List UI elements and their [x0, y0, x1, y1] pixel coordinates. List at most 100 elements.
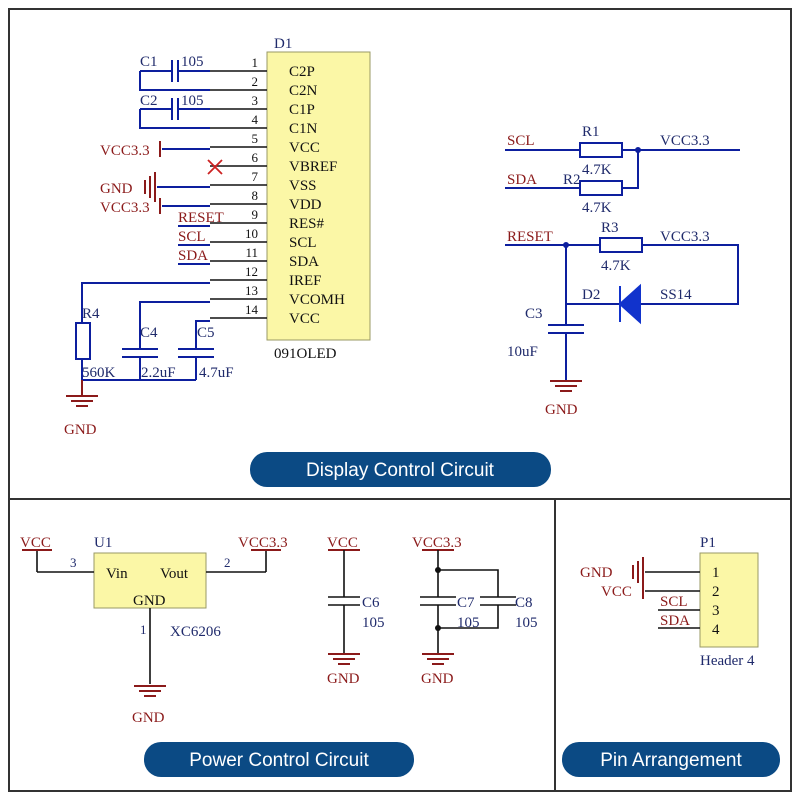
wire-vcc-pin14	[195, 320, 210, 349]
header-pin-3: 3	[712, 603, 720, 619]
net-sda-header: SDA	[660, 613, 690, 629]
cap-c4-plates	[122, 348, 158, 358]
oled-pin-list: 1C2P2C2N3C1P4C1N5VCC6VBREF7VSS8VDD9RES#1…	[210, 55, 345, 327]
banner-display-bg	[250, 452, 551, 487]
resistor-r1	[579, 142, 623, 158]
oled-pin-name: C1N	[289, 121, 318, 137]
gnd-label-reset: GND	[545, 402, 578, 418]
wire-reset-r3	[505, 244, 739, 305]
oled-pin-name: C2N	[289, 83, 318, 99]
cap-c8-symbol	[438, 569, 516, 629]
wire-iref	[81, 282, 210, 323]
banner-pins-bg	[562, 742, 780, 777]
header-p1: P1 Header 4 1 2 3 4 GND VCC SCL SDA	[580, 535, 759, 669]
oled-designator: D1	[274, 36, 292, 52]
regulator-pin-num-3: 3	[70, 555, 77, 570]
diode-d2-part: SS14	[660, 287, 692, 303]
oled-pin-name: VBREF	[289, 159, 337, 175]
resistor-r4	[75, 322, 91, 360]
oled-pin-name: C2P	[289, 64, 315, 80]
banner-pins-title: Pin Arrangement	[600, 750, 742, 771]
oled-pin-number: 8	[252, 188, 259, 203]
cap-c7-value: 105	[457, 615, 480, 631]
resistor-r4-name: R4	[82, 306, 100, 322]
cap-c2-value: 105	[181, 93, 204, 109]
net-gnd-header: GND	[580, 565, 613, 581]
cap-c4-name: C4	[140, 325, 158, 341]
oled-pin-number: 14	[245, 302, 259, 317]
regulator-pin-num-2: 2	[224, 555, 231, 570]
header-pin-2: 2	[712, 584, 720, 600]
net-sda-oled: SDA	[178, 248, 208, 264]
net-reset: RESET	[507, 229, 553, 245]
resistor-r2-name: R2	[563, 172, 581, 188]
gnd-symbol-c7c8	[422, 653, 454, 665]
banner-power: Power Control Circuit	[144, 742, 414, 777]
oled-pin-name: IREF	[289, 273, 322, 289]
oled-pin-number: 6	[252, 150, 259, 165]
oled-pin-number: 11	[245, 245, 258, 260]
gnd-label-c7c8: GND	[421, 671, 454, 687]
net-vcc33-c7c8: VCC3.3	[412, 535, 462, 551]
cap-c5-value: 4.7uF	[199, 365, 234, 381]
gnd-symbol-regulator	[134, 685, 166, 697]
regulator-part: XC6206	[170, 624, 221, 640]
decoupling-c6: VCC C6 105 GND	[327, 535, 385, 687]
regulator-pin-vin: Vin	[106, 566, 128, 582]
header-pin-1: 1	[712, 565, 720, 581]
oled-chip: D1 091OLED 1C2P2C2N3C1P4C1N5VCC6VBREF7VS…	[210, 36, 371, 362]
net-reset-oled: RESET	[178, 210, 224, 226]
header-wires	[645, 571, 700, 629]
junction-c7c8-bottom	[435, 625, 441, 631]
regulator-body	[93, 552, 207, 609]
net-gnd-oled: GND	[100, 181, 133, 197]
oled-pin-name: VDD	[289, 197, 322, 213]
diode-d2-name: D2	[582, 287, 600, 303]
cap-c3-name: C3	[525, 306, 543, 322]
junction-c7c8-top	[435, 567, 441, 573]
net-vcc33-reset: VCC3.3	[660, 229, 710, 245]
cap-c5-plates	[178, 348, 214, 358]
gnd-label-oled: GND	[64, 422, 97, 438]
gnd-symbol-sideways	[144, 172, 156, 202]
net-vcc-in: VCC	[20, 535, 51, 551]
resistor-r4-value: 560K	[82, 365, 116, 381]
oled-pin-number: 10	[245, 226, 258, 241]
regulator-u1: U1 Vin Vout GND 3 2 1 VCC VCC3.3 XC6206 …	[20, 535, 288, 726]
oled-pin-name: SCL	[289, 235, 317, 251]
gnd-label-c6: GND	[327, 671, 360, 687]
banner-display-title: Display Control Circuit	[306, 460, 495, 481]
cap-c1: C1 105	[139, 54, 210, 91]
resistor-r1-name: R1	[582, 124, 600, 140]
cap-c3-symbol	[548, 245, 584, 380]
oled-pin-number: 3	[252, 93, 259, 108]
banner-power-title: Power Control Circuit	[189, 750, 369, 771]
outer-border	[8, 8, 792, 792]
oled-pin-name: C1P	[289, 102, 315, 118]
cap-c4-value: 2.2uF	[141, 365, 176, 381]
cap-c3-value: 10uF	[507, 344, 538, 360]
oled-pin-number: 2	[252, 74, 259, 89]
diode-d2-icon	[618, 283, 641, 325]
cap-c1-name: C1	[140, 54, 158, 70]
oled-pin-number: 5	[252, 131, 259, 146]
cap-c1-symbol	[139, 60, 210, 91]
resistor-r2-value: 4.7K	[582, 200, 612, 216]
regulator-pin-gnd: GND	[133, 593, 166, 609]
cap-c5-name: C5	[197, 325, 215, 341]
regulator-pin-num-1: 1	[140, 622, 147, 637]
oled-pin-name: VCC	[289, 311, 320, 327]
wire-vcomh	[139, 301, 210, 349]
net-vcc33-b: VCC3.3	[100, 200, 150, 216]
banner-display: Display Control Circuit	[250, 452, 551, 487]
cap-c6-value: 105	[362, 615, 385, 631]
cap-c2-name: C2	[140, 93, 158, 109]
no-connect-icon	[207, 159, 223, 175]
net-scl-oled: SCL	[178, 229, 206, 245]
gnd-symbol-c6	[328, 653, 360, 665]
oled-pin-name: VCOMH	[289, 292, 345, 308]
header-part: Header 4	[700, 653, 755, 669]
oled-pin-name: SDA	[289, 254, 319, 270]
regulator-designator: U1	[94, 535, 112, 551]
